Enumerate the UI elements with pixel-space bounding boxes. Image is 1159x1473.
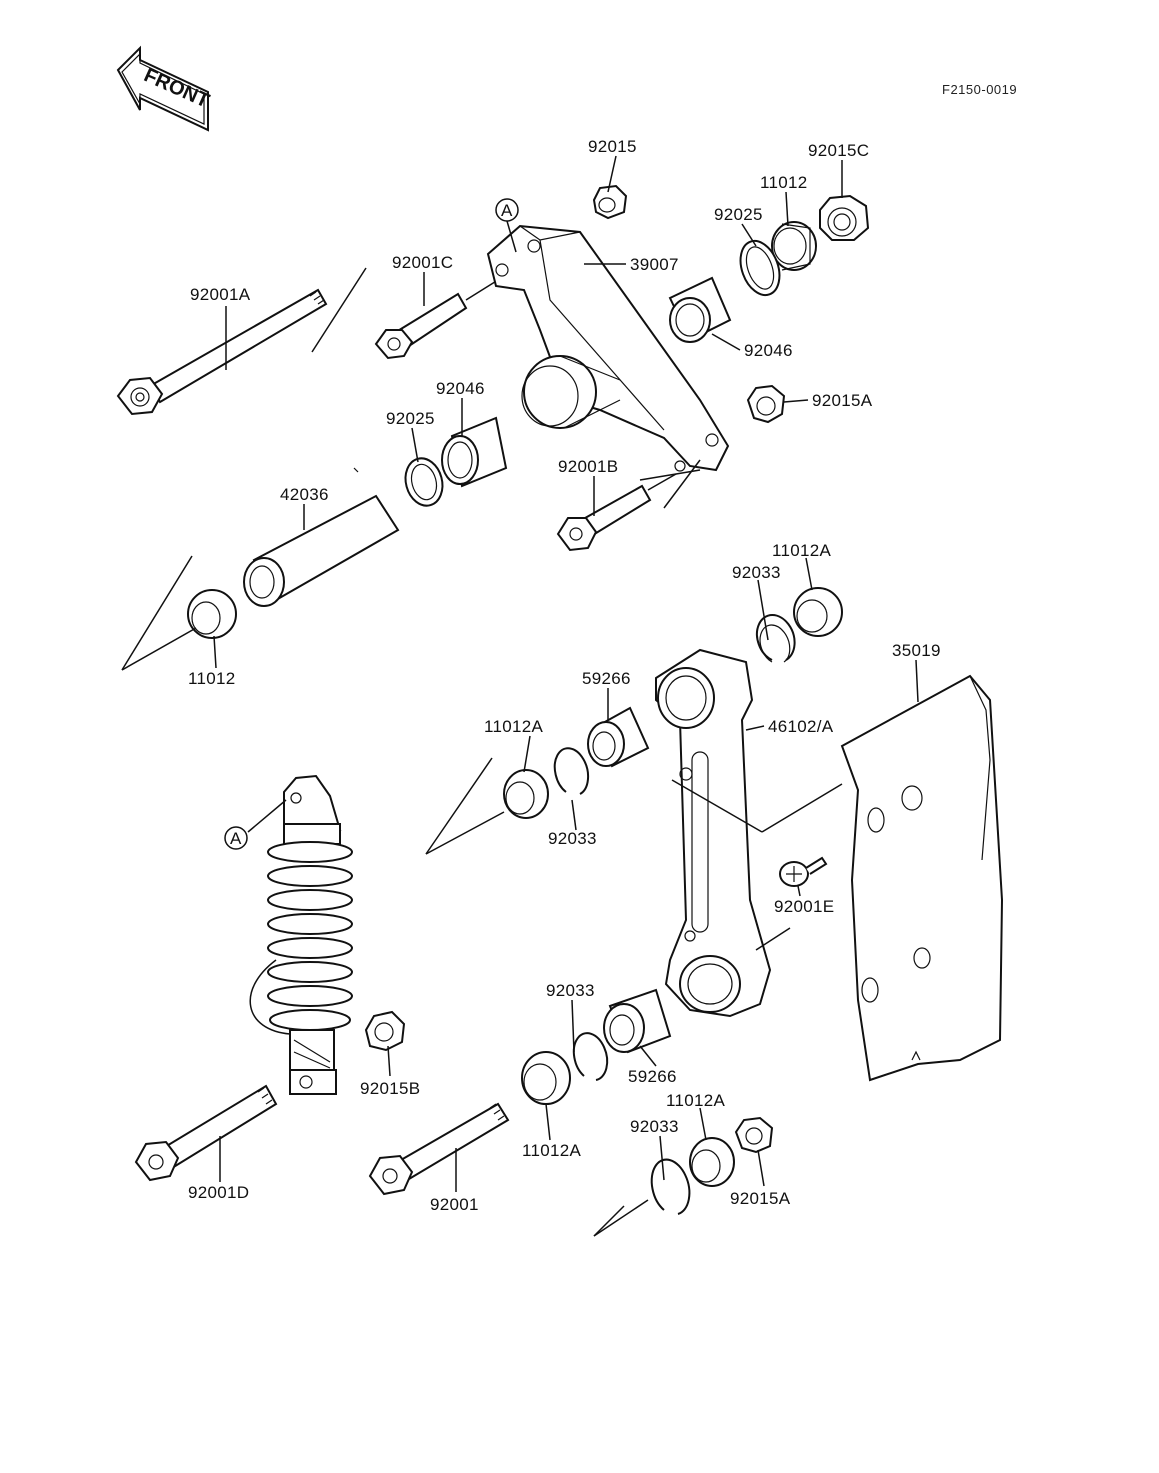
bearing-92046-upper (668, 276, 732, 343)
part-label: 92046 (744, 341, 793, 360)
part-label: 92001D (188, 1183, 249, 1202)
circlip-92033-bottom (593, 1158, 691, 1237)
nut-92015c (819, 194, 870, 241)
bolt-92001a (116, 267, 367, 416)
seal-11012-left (121, 555, 237, 671)
ring-92025-top (739, 239, 781, 297)
part-label: 92001B (558, 457, 618, 476)
bolt-92001c (374, 279, 499, 360)
part-label: 92015B (360, 1079, 420, 1098)
guard-35019 (840, 674, 1004, 1082)
circlip-92033-upper (756, 614, 796, 663)
seal-11012a-mid (425, 757, 549, 855)
spacer-59266-upper (587, 706, 650, 768)
part-label: 11012A (666, 1091, 726, 1110)
part-label: 92015 (588, 137, 637, 156)
shock-absorber (247, 774, 353, 1095)
part-label: 92033 (630, 1117, 679, 1136)
ring-92025-lower (404, 457, 444, 507)
part-label: 39007 (630, 255, 679, 274)
part-label: 92001 (430, 1195, 479, 1214)
circlip-92033-mid (553, 747, 590, 795)
bearing-92046-lower (441, 416, 508, 488)
part-label: 59266 (582, 669, 631, 688)
bolt-92001b (556, 473, 677, 552)
front-arrow-icon: FRONT (116, 45, 212, 132)
leader-lines (213, 155, 919, 1192)
part-label: 46102/A (768, 717, 834, 736)
nut-92015a-upper (746, 384, 786, 424)
spacer-59266-lower (603, 988, 672, 1054)
part-label: 92025 (386, 409, 435, 428)
ref-a-callout-top: A (495, 198, 519, 253)
bolt-92001 (368, 1102, 510, 1196)
part-label: 92033 (546, 981, 595, 1000)
seal-11012-top (771, 221, 817, 271)
part-label: 11012A (772, 541, 832, 560)
part-label: 92015C (808, 141, 869, 160)
svg-text:A: A (230, 829, 242, 848)
part-label: 11012 (188, 669, 236, 688)
part-label: 11012 (760, 173, 808, 192)
rocker-arm-39007 (486, 224, 730, 509)
collar-42036 (243, 467, 400, 607)
part-label: 35019 (892, 641, 941, 660)
seal-11012a-bottom (689, 1137, 735, 1187)
part-label: 92001C (392, 253, 453, 272)
part-label: 92033 (732, 563, 781, 582)
part-label: 92033 (548, 829, 597, 848)
shock-spring (267, 841, 353, 1031)
part-label: 92046 (436, 379, 485, 398)
seal-11012a-upper (793, 587, 843, 637)
nut-92015 (592, 184, 628, 220)
drawing-code: F2150-0019 (942, 82, 1017, 97)
part-label: 11012A (522, 1141, 582, 1160)
nut-92015b (364, 1010, 406, 1052)
part-label: 42036 (280, 485, 329, 504)
tie-rod-46102a (655, 648, 843, 1018)
seal-11012a-lower (521, 1051, 571, 1105)
circlip-92033-lower (572, 1032, 609, 1081)
ref-a-callout-shock: A (224, 826, 248, 850)
nut-92015a-bottom (734, 1116, 774, 1154)
part-label: 92015A (812, 391, 873, 410)
part-label: 92015A (730, 1189, 791, 1208)
part-label: 92001A (190, 285, 251, 304)
part-label: 92001E (774, 897, 834, 916)
part-labels: 92015 92015C 11012 92025 92001C 39007 92… (188, 137, 941, 1214)
part-label: 59266 (628, 1067, 677, 1086)
part-label: 11012A (484, 717, 544, 736)
svg-text:A: A (501, 201, 513, 220)
screw-92001e (779, 856, 828, 887)
part-label: 92025 (714, 205, 763, 224)
bolt-92001d (134, 1084, 278, 1182)
